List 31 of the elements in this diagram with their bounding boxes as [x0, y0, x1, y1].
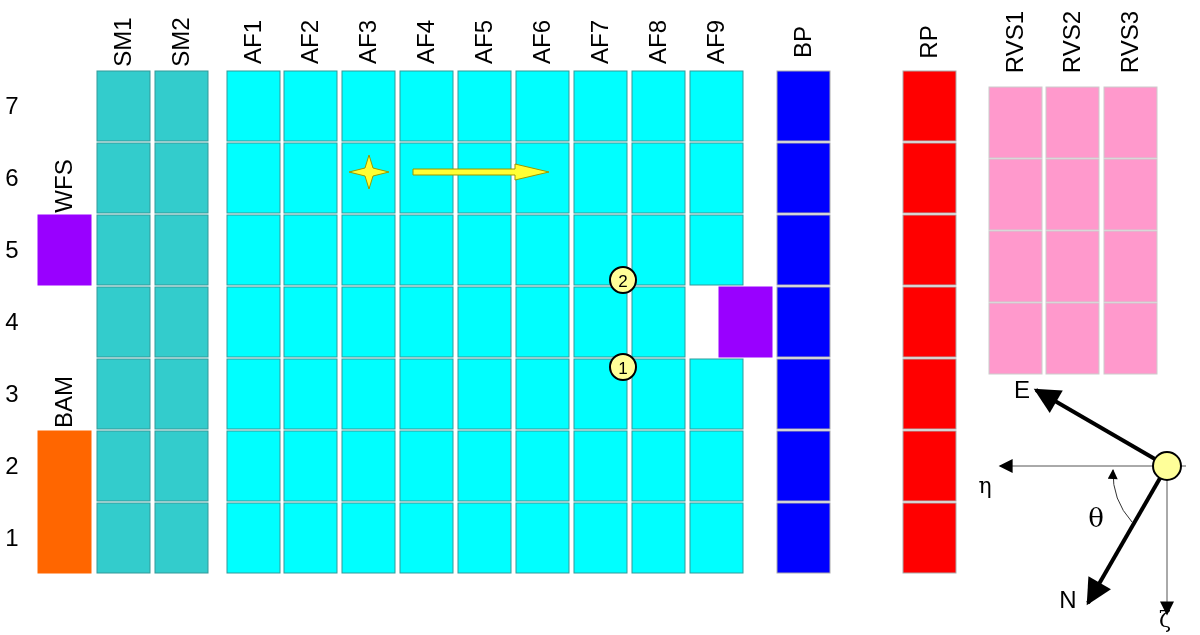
column-label: SM1: [111, 17, 135, 67]
row-label: 4: [5, 310, 19, 334]
column-label: AF4: [414, 20, 438, 64]
direction-label: N: [1059, 588, 1077, 612]
callout-number: 2: [618, 272, 628, 290]
row-label: 2: [5, 454, 19, 478]
column-label: BP: [791, 26, 815, 58]
column-label: AF1: [241, 20, 265, 64]
column-label: SM2: [169, 17, 193, 67]
column-label: RVS2: [1060, 10, 1084, 74]
row-label: 3: [5, 382, 19, 406]
column-label: RVS3: [1118, 10, 1142, 74]
column-label: AF8: [646, 20, 670, 64]
column-label: AF6: [530, 20, 554, 64]
column-label: AF9: [704, 20, 728, 64]
column-label: RVS1: [1003, 10, 1027, 74]
direction-label: E: [1014, 378, 1030, 402]
callout-number: 1: [618, 359, 628, 377]
column-label: AF2: [298, 20, 322, 64]
region-label: BAM: [52, 376, 76, 428]
column-label: AF5: [472, 20, 496, 64]
column-label: RP: [917, 25, 941, 59]
column-label: AF7: [588, 20, 612, 64]
axis-label: η: [978, 475, 992, 497]
row-label: 7: [5, 94, 19, 118]
row-label: 1: [5, 526, 19, 550]
column-label: AF3: [356, 20, 380, 64]
region-label: WFS: [52, 159, 76, 213]
row-label: 5: [5, 238, 19, 262]
row-label: 6: [5, 166, 19, 190]
axis-label: θ: [1088, 505, 1104, 531]
